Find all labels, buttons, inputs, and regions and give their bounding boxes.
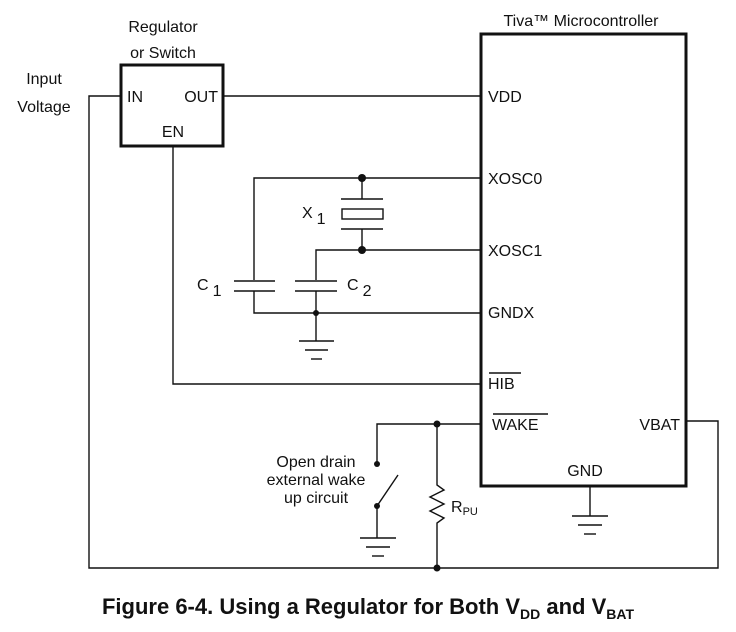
switch-label-1: Open drain	[276, 454, 355, 471]
regulator-pin-out: OUT	[184, 89, 218, 106]
junction-dot	[358, 246, 366, 254]
figure-caption: Figure 6-4. Using a Regulator for Both V…	[102, 594, 634, 622]
hib-wire	[172, 146, 481, 385]
input-voltage-label-1: Input	[26, 71, 62, 88]
regulator-pin-in: IN	[127, 89, 143, 106]
gndx-wire	[253, 291, 481, 314]
ground-icon	[360, 537, 396, 557]
pin-vdd: VDD	[488, 89, 522, 106]
mcu-box	[479, 32, 688, 488]
pin-wake: WAKE	[492, 417, 539, 434]
ground-icon	[572, 515, 608, 535]
regulator-title-1: Regulator	[128, 19, 198, 36]
switch-label-3: up circuit	[284, 490, 349, 507]
junction-dot	[433, 564, 441, 572]
mcu-title: Tiva™ Microcontroller	[504, 13, 660, 30]
xosc1-wire	[315, 249, 481, 280]
regulator-title-2: or Switch	[130, 45, 196, 62]
switch-blade	[376, 474, 399, 507]
switch-contact-top	[374, 461, 380, 467]
vbat-rail-wire	[88, 95, 719, 569]
regulator-pin-en: EN	[162, 124, 184, 141]
xosc0-wire	[253, 177, 481, 280]
pin-xosc0: XOSC0	[488, 171, 542, 188]
pullup-resistor	[428, 424, 446, 568]
switch-label-2: external wake	[267, 472, 366, 489]
pin-gndx: GNDX	[488, 305, 535, 322]
junction-dot	[313, 310, 319, 316]
junction-dot	[358, 174, 366, 182]
pin-xosc1: XOSC1	[488, 243, 542, 260]
wake-wire	[376, 423, 481, 463]
resistor-label: RPU	[451, 499, 478, 518]
crystal-body	[341, 208, 384, 220]
pin-gnd: GND	[567, 463, 603, 480]
input-voltage-label-2: Voltage	[17, 99, 70, 116]
pin-vbat: VBAT	[639, 417, 680, 434]
ground-icon	[299, 340, 334, 360]
regulator-box	[119, 63, 225, 148]
pin-hib: HIB	[488, 376, 515, 393]
